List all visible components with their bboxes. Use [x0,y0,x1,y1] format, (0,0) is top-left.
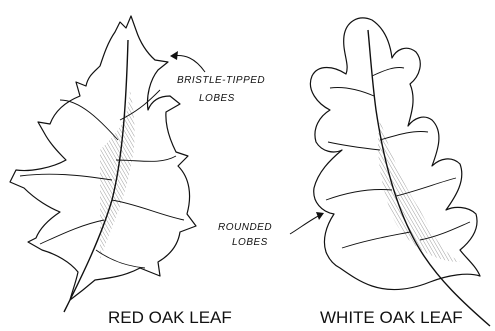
red-oak-vein [112,200,184,220]
white-oak-leaf-drawing [310,18,490,326]
white-oak-vein [380,131,428,140]
white-oak-vein [342,232,410,248]
red-oak-vein [20,174,112,180]
bristle-tipped-annotation-line1: BRISTLE-TIPPED [177,76,265,86]
rounded-annotation-line1: ROUNDED [218,223,272,233]
red-oak-vein [60,100,118,140]
red-oak-vein [40,220,104,244]
white-oak-leaf-outline [310,18,480,290]
bristle-tipped-annotation-line2: LOBES [199,94,235,104]
rounded-annotation-line2: LOBES [232,238,268,248]
red-oak-caption: RED OAK LEAF [108,309,232,326]
red-oak-leaf-drawing [10,16,196,312]
white-oak-leaf-shading [378,120,460,262]
rounded-annotation-arrow [290,214,322,234]
rounded-annotation-arrowhead [316,212,324,220]
white-oak-vein [326,189,392,200]
white-oak-vein [330,87,374,96]
bristle-annotation-arrowhead [170,51,178,60]
white-oak-vein [328,142,380,150]
white-oak-caption: WHITE OAK LEAF [320,309,463,326]
white-oak-vein [372,67,404,76]
red-oak-vein [96,250,145,268]
